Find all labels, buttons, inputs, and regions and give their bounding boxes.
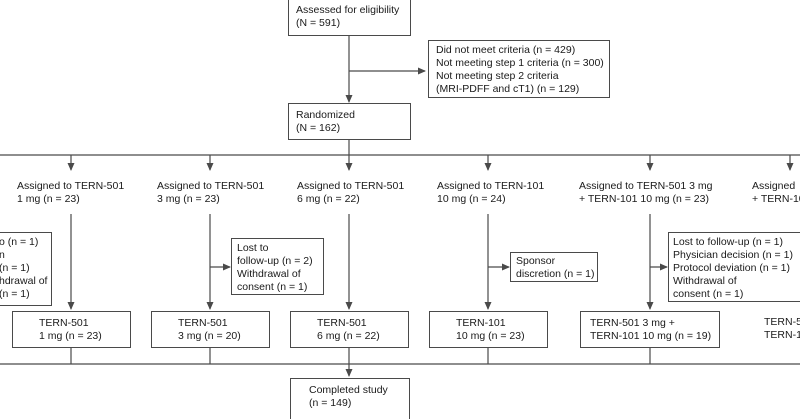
- dropout-box-arm-4: Sponsor discretion (n = 1): [510, 252, 598, 282]
- assigned-box-2: Assigned to TERN-501 3 mg (n = 23): [150, 172, 274, 214]
- assigned-1-line-1: Assigned to TERN-501: [17, 180, 125, 192]
- assessed-title: Assessed for eligibility: [296, 4, 400, 16]
- dropout-1-line-2: n: [0, 249, 51, 262]
- dropout-box-arm-1: o (n = 1) n (n = 1) hdrawal of (n = 1): [0, 232, 52, 306]
- randomized-box: Randomized (N = 162): [288, 103, 411, 140]
- excluded-line-4: (MRI-PDFF and cT1) (n = 129): [436, 83, 580, 95]
- dropout-5-line-5: consent (n = 1): [673, 288, 744, 300]
- final-box-5: TERN-501 3 mg + TERN-101 10 mg (n = 19): [580, 311, 720, 348]
- assigned-6-line-1: Assigned: [752, 180, 796, 192]
- assessed-count: (N = 591): [296, 17, 341, 29]
- assigned-box-1: Assigned to TERN-501 1 mg (n = 23): [10, 172, 134, 214]
- final-box-2: TERN-501 3 mg (n = 20): [151, 311, 270, 348]
- final-3-line-1: TERN-501: [317, 317, 367, 329]
- assigned-3-line-2: 6 mg (n = 22): [297, 193, 360, 205]
- assigned-box-3: Assigned to TERN-501 6 mg (n = 22): [290, 172, 414, 214]
- dropout-1-line-1: o (n = 1): [0, 236, 39, 248]
- assigned-5-line-2: + TERN-101 10 mg (n = 23): [579, 193, 709, 205]
- dropout-box-arm-2: Lost to follow-up (n = 2) Withdrawal of …: [231, 238, 324, 295]
- final-6-line-1: TERN-5: [764, 316, 800, 328]
- completed-count: (n = 149): [309, 397, 352, 409]
- final-6-line-2: TERN-10: [764, 329, 800, 341]
- dropout-5-line-2: Physician decision (n = 1): [673, 249, 793, 261]
- dropout-4-line-1: Sponsor: [516, 255, 556, 267]
- assigned-6-line-2: + TERN-10: [752, 193, 800, 205]
- excluded-line-3: Not meeting step 2 criteria: [436, 70, 559, 82]
- final-box-6: TERN-5 TERN-10: [755, 311, 800, 348]
- dropout-5-line-3: Protocol deviation (n = 1): [673, 262, 791, 274]
- final-box-4: TERN-101 10 mg (n = 23): [429, 311, 548, 348]
- dropout-1-line-4: hdrawal of: [0, 275, 48, 287]
- assigned-4-line-2: 10 mg (n = 24): [437, 193, 506, 205]
- completed-title: Completed study: [309, 384, 388, 396]
- final-5-line-2: TERN-101 10 mg (n = 19): [590, 330, 712, 342]
- assigned-box-4: Assigned to TERN-101 10 mg (n = 24): [430, 172, 554, 214]
- excluded-line-2: Not meeting step 1 criteria (n = 300): [436, 57, 604, 69]
- completed-box: Completed study (n = 149): [290, 378, 410, 419]
- assigned-5-line-1: Assigned to TERN-501 3 mg: [579, 180, 713, 192]
- assigned-4-line-1: Assigned to TERN-101: [437, 180, 545, 192]
- dropout-5-line-4: Withdrawal of: [673, 275, 737, 287]
- final-1-line-1: TERN-501: [39, 317, 89, 329]
- final-2-line-1: TERN-501: [178, 317, 228, 329]
- excluded-box: Did not meet criteria (n = 429) Not meet…: [428, 40, 610, 98]
- dropout-5-line-1: Lost to follow-up (n = 1): [673, 236, 784, 248]
- dropout-2-line-4: consent (n = 1): [237, 281, 308, 293]
- dropout-2-line-1: Lost to: [237, 242, 269, 254]
- final-3-line-2: 6 mg (n = 22): [317, 330, 380, 342]
- final-box-1: TERN-501 1 mg (n = 23): [12, 311, 131, 348]
- final-4-line-2: 10 mg (n = 23): [456, 330, 525, 342]
- final-5-line-1: TERN-501 3 mg +: [590, 317, 675, 329]
- dropout-4-line-2: discretion (n = 1): [516, 268, 595, 280]
- final-2-line-2: 3 mg (n = 20): [178, 330, 241, 342]
- assigned-box-5: Assigned to TERN-501 3 mg + TERN-101 10 …: [572, 172, 732, 214]
- final-box-3: TERN-501 6 mg (n = 22): [290, 311, 409, 348]
- assigned-2-line-2: 3 mg (n = 23): [157, 193, 220, 205]
- excluded-line-1: Did not meet criteria (n = 429): [436, 44, 576, 56]
- final-1-line-2: 1 mg (n = 23): [39, 330, 102, 342]
- dropout-1-line-3: (n = 1): [0, 262, 30, 274]
- assessed-box: Assessed for eligibility (N = 591): [288, 0, 411, 36]
- dropout-2-line-2: follow-up (n = 2): [237, 255, 313, 267]
- randomized-title: Randomized: [296, 109, 355, 121]
- randomized-count: (N = 162): [296, 122, 341, 134]
- dropout-box-arm-5: Lost to follow-up (n = 1) Physician deci…: [668, 232, 800, 302]
- dropout-2-line-3: Withdrawal of: [237, 268, 301, 280]
- assigned-2-line-1: Assigned to TERN-501: [157, 180, 265, 192]
- assigned-1-line-2: 1 mg (n = 23): [17, 193, 80, 205]
- final-4-line-1: TERN-101: [456, 317, 506, 329]
- assigned-box-6: Assigned + TERN-10: [745, 172, 800, 214]
- assigned-3-line-1: Assigned to TERN-501: [297, 180, 405, 192]
- dropout-1-line-5: (n = 1): [0, 288, 30, 300]
